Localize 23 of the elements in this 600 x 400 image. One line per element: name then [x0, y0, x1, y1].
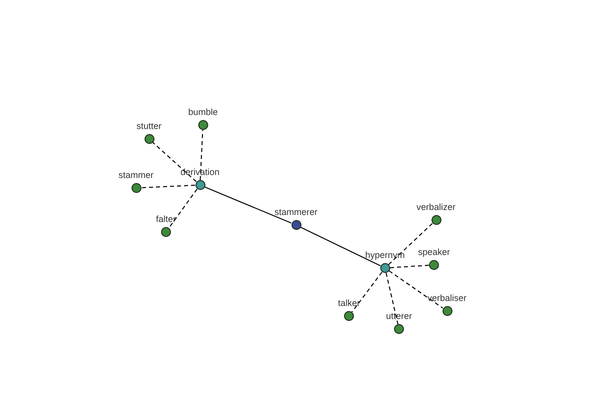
connector-line	[300, 226, 381, 266]
dashed-line	[390, 264, 430, 268]
node-label: verbalizer	[416, 203, 456, 212]
dashed-line	[388, 222, 433, 266]
node-label: speaker	[416, 248, 452, 257]
node-label: stutter	[136, 122, 162, 131]
node-label: falter	[155, 215, 177, 224]
node-label: stammer	[118, 171, 154, 180]
dashed-line	[200, 130, 204, 180]
node-label: bumble	[187, 108, 219, 117]
node-label: talker	[337, 299, 361, 308]
node-label: hypernym	[364, 251, 406, 260]
dashed-line	[140, 184, 196, 188]
node-label: stammerer	[274, 208, 318, 217]
dashed-line	[152, 142, 197, 182]
dashed-line	[352, 272, 382, 312]
connector-line	[204, 186, 292, 224]
node-label: verbaliser	[426, 294, 468, 303]
node-label: utterer	[385, 312, 413, 321]
dashed-line	[168, 188, 198, 228]
node-label: derivation	[179, 168, 221, 177]
dashed-line	[388, 270, 444, 309]
dashed-line	[386, 272, 398, 325]
